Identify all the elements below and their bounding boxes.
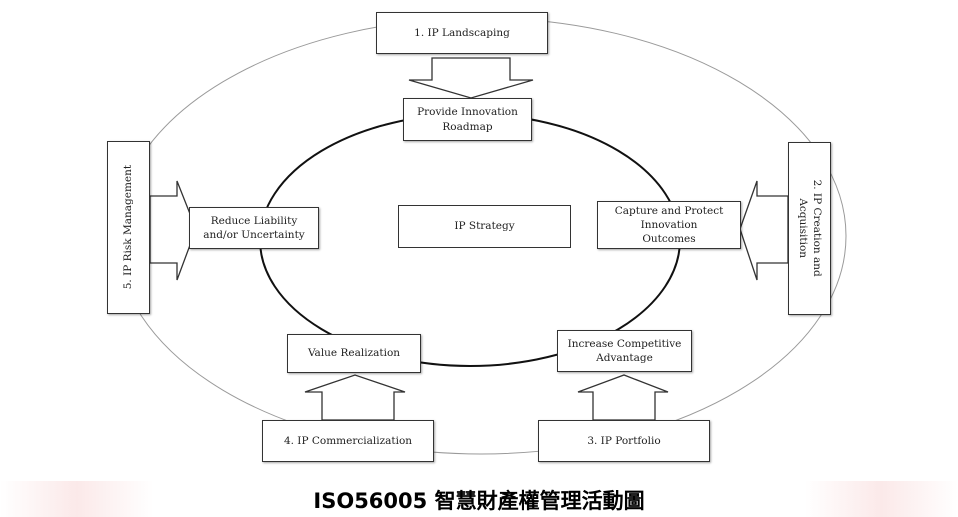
diagram-caption: ISO56005 智慧財產權管理活動圖 [313,489,645,513]
arrow-left-creation [739,180,789,281]
ip-strategy-box: IP Strategy [398,205,571,248]
capture-protect-box: Capture and Protect Innovation Outcomes [597,201,741,249]
ip-creation-acquisition-label: 2. IP Creation and Acquisition [796,179,823,278]
ip-commercialization-label: 4. IP Commercialization [283,434,413,447]
arrow-down-landscaping [408,57,534,99]
ip-strategy-label: IP Strategy [454,220,515,233]
ip-landscaping-box: 1. IP Landscaping [376,12,548,54]
ip-portfolio-label: 3. IP Portfolio [587,434,661,447]
ip-risk-management-label: 5. IP Risk Management [122,165,135,290]
ip-commercialization-box: 4. IP Commercialization [262,420,434,462]
ip-portfolio-box: 3. IP Portfolio [538,420,710,462]
provide-innovation-roadmap-box: Provide Innovation Roadmap [403,98,532,141]
arrow-right-risk [149,180,197,281]
increase-competitive-box: Increase Competitive Advantage [557,330,692,372]
arrow-up-portfolio [577,374,669,421]
value-realization-box: Value Realization [287,334,421,373]
arrow-up-commercialization [304,374,406,421]
value-realization-label: Value Realization [307,347,401,360]
ip-creation-acquisition-box: 2. IP Creation and Acquisition [788,142,831,315]
ip-landscaping-label: 1. IP Landscaping [414,26,510,39]
reduce-liability-box: Reduce Liability and/or Uncertainty [189,207,319,249]
caption-band [0,481,958,517]
ip-risk-management-box: 5. IP Risk Management [107,141,150,314]
